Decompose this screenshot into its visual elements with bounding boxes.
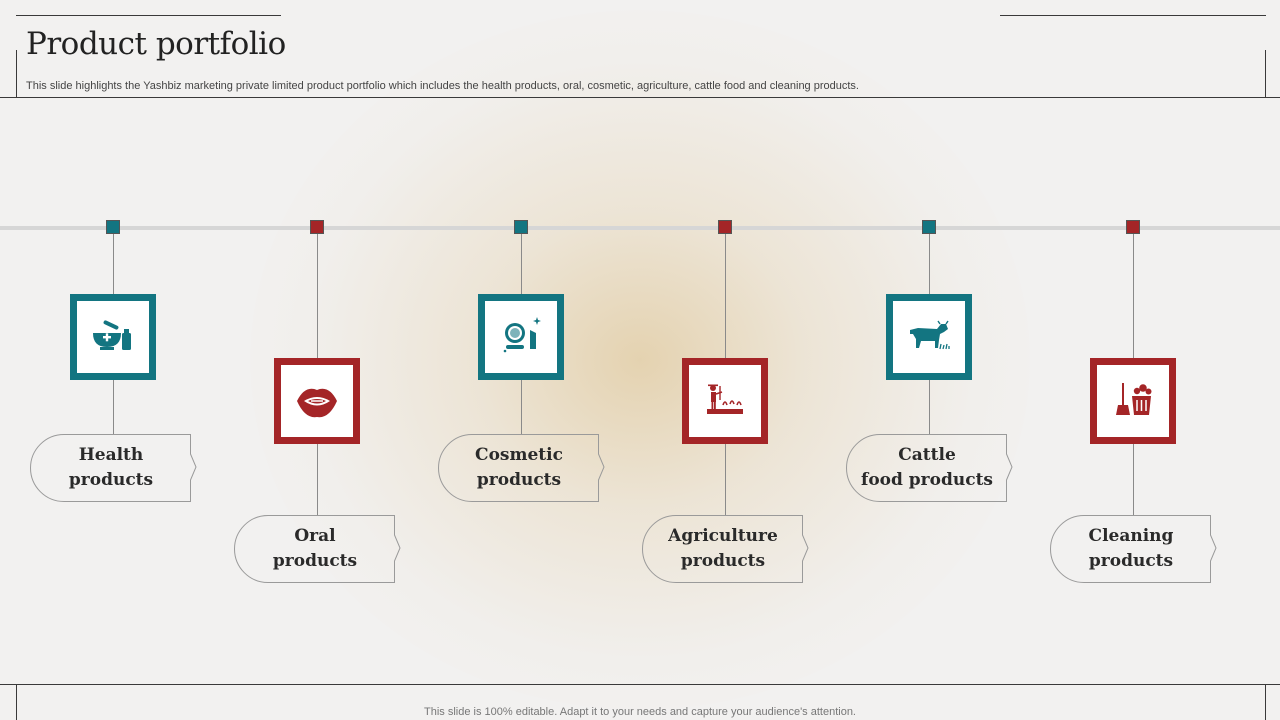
footer-note: This slide is 100% editable. Adapt it to… <box>424 706 856 718</box>
header-top-line-left <box>16 15 281 16</box>
footer-right-line <box>1265 684 1266 720</box>
product-label-text: Cleaning products <box>1088 526 1174 571</box>
product-label: Cattle food products <box>846 434 1016 502</box>
product-label: Oral products <box>234 515 404 583</box>
page-subtitle: This slide highlights the Yashbiz market… <box>26 80 859 92</box>
footer-top-line <box>0 684 1280 685</box>
timeline-bar <box>0 226 1280 230</box>
compact-lipstick-icon <box>499 315 543 359</box>
product-icon-box <box>70 294 156 380</box>
product-label: Health products <box>30 434 200 502</box>
timeline-node <box>106 220 120 234</box>
product-label-text: Health products <box>68 445 154 490</box>
header-right-line <box>1265 50 1266 97</box>
timeline-node <box>1126 220 1140 234</box>
mortar-pestle-medicine-icon <box>91 315 135 359</box>
farmer-field-icon <box>703 379 747 423</box>
header-top-line-right <box>1000 15 1266 16</box>
product-icon-box <box>478 294 564 380</box>
product-icon-box <box>886 294 972 380</box>
cow-icon <box>907 315 951 359</box>
lips-teeth-icon <box>295 379 339 423</box>
product-label-text: Oral products <box>272 526 358 571</box>
footer-left-line <box>16 684 17 720</box>
header-left-line <box>16 50 17 97</box>
timeline-node <box>310 220 324 234</box>
product-label-text: Cosmetic products <box>475 445 563 490</box>
timeline-node <box>514 220 528 234</box>
product-label: Cosmetic products <box>438 434 608 502</box>
page-title: Product portfolio <box>26 26 286 62</box>
header-bottom-line <box>0 97 1280 98</box>
product-label-text: Cattle food products <box>861 445 993 490</box>
broom-bucket-icon <box>1111 379 1155 423</box>
timeline-node <box>922 220 936 234</box>
product-label: Cleaning products <box>1050 515 1220 583</box>
product-icon-box <box>274 358 360 444</box>
product-label-text: Agriculture products <box>668 526 778 571</box>
timeline-node <box>718 220 732 234</box>
product-icon-box <box>682 358 768 444</box>
product-label: Agriculture products <box>642 515 812 583</box>
product-icon-box <box>1090 358 1176 444</box>
